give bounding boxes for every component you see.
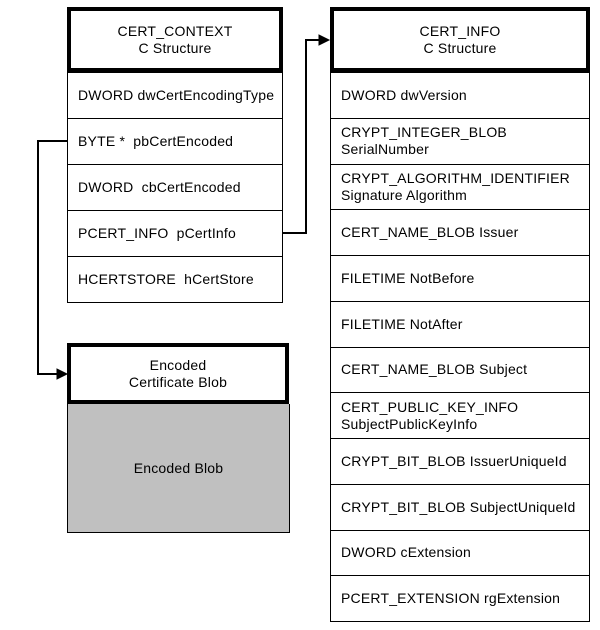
- cert-context-title: CERT_CONTEXT: [117, 22, 233, 39]
- arrow-pcertinfo-to-certinfo-icon: [283, 34, 331, 234]
- cert-context-field-cbcertencoded: DWORD cbCertEncoded: [68, 165, 282, 211]
- cert-info-field-issuer: CERT_NAME_BLOB Issuer: [331, 210, 589, 256]
- cert-info-field-subject: CERT_NAME_BLOB Subject: [331, 348, 589, 394]
- encoded-blob-title: Encoded: [149, 356, 207, 373]
- cert-info-title: CERT_INFO: [419, 22, 501, 39]
- cert-context-field-hcertstore: HCERTSTORE hCertStore: [78, 271, 254, 287]
- cert-context-field-table: DWORD dwCertEncodingType BYTE * pbCertEn…: [67, 72, 283, 303]
- encoded-blob-subtitle: Certificate Blob: [128, 373, 228, 390]
- cert-info-field-issueruniqueid: CRYPT_BIT_BLOB IssuerUniqueId: [331, 439, 589, 485]
- cert-info-field-dwversion: DWORD dwVersion: [331, 73, 589, 119]
- cert-info-field-rgextension: PCERT_EXTENSION rgExtension: [341, 590, 561, 607]
- encoded-certificate-blob-header: Encoded Certificate Blob: [67, 343, 289, 404]
- encoded-blob-body: Encoded Blob: [67, 404, 290, 533]
- arrow-pbcertencoded-to-encoded-blob-icon: [37, 140, 69, 380]
- cert-context-field-pcertinfo: PCERT_INFO pCertInfo: [68, 211, 282, 257]
- cert-context-header: CERT_CONTEXT C Structure: [67, 7, 283, 72]
- cert-context-field-dwcertencodingtype: DWORD dwCertEncodingType: [68, 73, 282, 119]
- cert-context-subtitle: C Structure: [138, 39, 212, 56]
- cert-context-field-pbcertencoded: BYTE * pbCertEncoded: [68, 119, 282, 165]
- cert-info-field-cextension: DWORD cExtension: [331, 531, 589, 577]
- cert-info-subtitle: C Structure: [423, 39, 497, 56]
- cert-info-field-subjectuniqueid: CRYPT_BIT_BLOB SubjectUniqueId: [331, 485, 589, 531]
- cert-info-field-notbefore: FILETIME NotBefore: [331, 256, 589, 302]
- encoded-blob-label: Encoded Blob: [133, 460, 224, 476]
- cert-info-field-notafter: FILETIME NotAfter: [331, 302, 589, 348]
- cert-info-header: CERT_INFO C Structure: [330, 7, 590, 72]
